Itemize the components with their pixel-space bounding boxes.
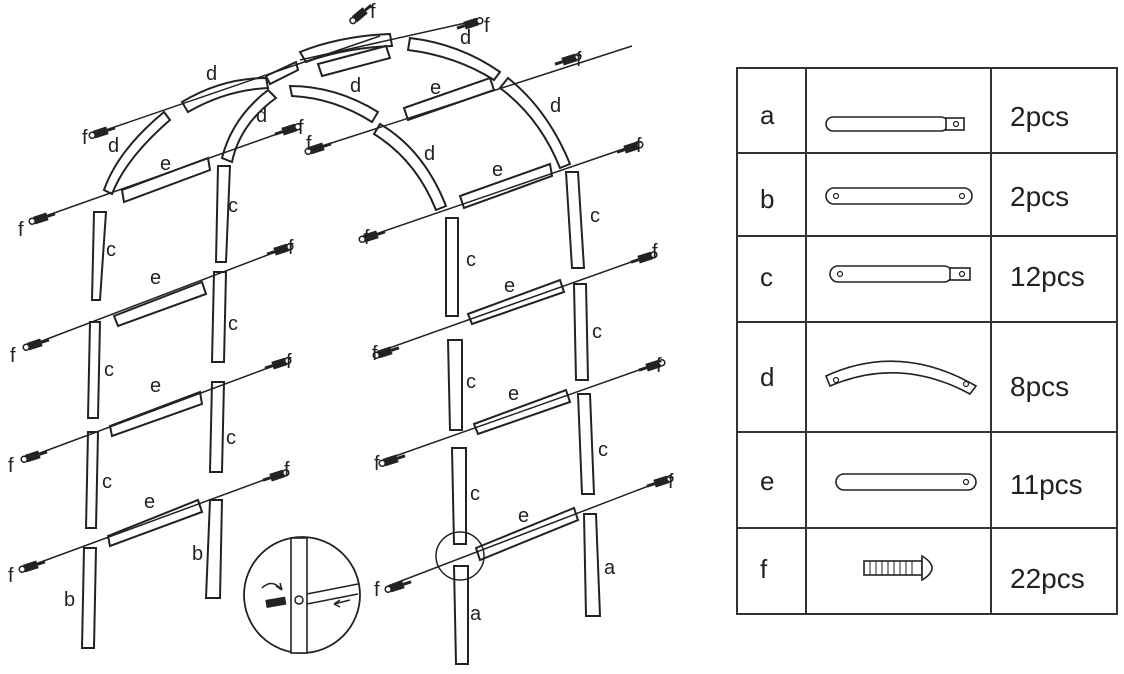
label-a: a — [604, 557, 616, 579]
part-letter: a — [760, 100, 775, 130]
parts-row-f: f 22pcs — [760, 554, 1085, 594]
label-f: f — [298, 117, 304, 139]
label-e: e — [160, 153, 171, 175]
part-d-arc-icon — [824, 360, 978, 396]
label-c: c — [102, 471, 112, 493]
part-b-tube-icon — [825, 187, 973, 205]
joint-detail-inset — [243, 536, 361, 654]
label-c: c — [228, 313, 238, 335]
label-c: c — [598, 439, 608, 461]
label-f: f — [656, 355, 662, 377]
part-a-tube-icon — [825, 116, 965, 132]
label-a: a — [470, 603, 482, 625]
label-c: c — [590, 205, 600, 227]
parts-row-d: d 8pcs — [760, 360, 1069, 402]
part-quantity: 2pcs — [1010, 101, 1069, 132]
label-e: e — [144, 491, 155, 513]
part-letter: d — [760, 362, 774, 392]
parts-row-b: b 2pcs — [760, 181, 1069, 214]
label-f: f — [636, 135, 642, 157]
label-b: b — [192, 543, 203, 565]
part-f-screw-icon — [863, 554, 933, 582]
label-f: f — [484, 15, 490, 37]
parts-table: a 2pcs b 2pcs c — [736, 67, 1118, 615]
label-c: c — [104, 359, 114, 381]
label-f: f — [668, 471, 674, 493]
label-d: d — [206, 63, 217, 85]
part-quantity: 22pcs — [1010, 563, 1085, 594]
label-c: c — [106, 239, 116, 261]
part-e-tube-icon — [835, 473, 977, 491]
right-arch-rods — [299, 21, 665, 587]
label-f: f — [372, 343, 378, 365]
label-c: c — [466, 249, 476, 271]
right-arch-rear-column — [564, 171, 602, 617]
right-arch — [299, 21, 665, 665]
label-f: f — [18, 219, 24, 241]
left-arch-e-bars — [106, 156, 212, 548]
part-letter: c — [760, 262, 773, 292]
label-c: c — [228, 195, 238, 217]
parts-row-c: c 12pcs — [760, 261, 1085, 292]
part-letter: f — [760, 554, 768, 584]
right-arch-arcs — [372, 36, 572, 212]
left-arch-arcs — [102, 32, 394, 196]
label-e: e — [518, 505, 529, 527]
part-letter: e — [760, 466, 774, 496]
label-d: d — [550, 95, 561, 117]
label-f: f — [370, 1, 376, 23]
label-f: f — [286, 351, 292, 373]
label-d: d — [350, 75, 361, 97]
label-e: e — [150, 267, 161, 289]
label-f: f — [306, 133, 312, 155]
label-e: e — [508, 383, 519, 405]
label-e: e — [430, 77, 441, 99]
right-arch-front-column — [445, 217, 469, 665]
label-f: f — [288, 237, 294, 259]
part-quantity: 11pcs — [1010, 469, 1083, 500]
label-d: d — [424, 143, 435, 165]
label-c: c — [466, 371, 476, 393]
label-c: c — [226, 427, 236, 449]
label-f: f — [374, 453, 380, 475]
label-f: f — [10, 345, 16, 367]
left-arch-front-column — [80, 211, 108, 649]
label-f: f — [576, 49, 582, 71]
label-c: c — [470, 483, 480, 505]
label-f: f — [364, 227, 370, 249]
label-e: e — [504, 275, 515, 297]
diagram-labels: f f f f f f f f f f f f f f f f f f f f … — [8, 1, 674, 625]
left-arch-rear-column — [204, 165, 232, 599]
label-c: c — [592, 321, 602, 343]
part-quantity: 2pcs — [1010, 181, 1069, 212]
label-f: f — [82, 127, 88, 149]
label-f: f — [374, 579, 380, 601]
label-d: d — [108, 135, 119, 157]
label-f: f — [652, 241, 658, 263]
parts-row-e: e 11pcs — [760, 466, 1083, 500]
part-quantity: 8pcs — [1010, 371, 1069, 402]
parts-row-a: a 2pcs — [760, 100, 1069, 132]
label-e: e — [150, 375, 161, 397]
label-f: f — [284, 459, 290, 481]
part-c-tube-icon — [829, 265, 971, 283]
part-quantity: 12pcs — [1010, 261, 1085, 292]
label-d: d — [256, 105, 267, 127]
left-arch-rods — [29, 35, 381, 567]
label-b: b — [64, 589, 75, 611]
label-e: e — [492, 159, 503, 181]
label-f: f — [8, 455, 14, 477]
label-d: d — [460, 27, 471, 49]
label-f: f — [8, 565, 14, 587]
joint-highlight-circle — [435, 531, 485, 581]
part-letter: b — [760, 184, 774, 214]
